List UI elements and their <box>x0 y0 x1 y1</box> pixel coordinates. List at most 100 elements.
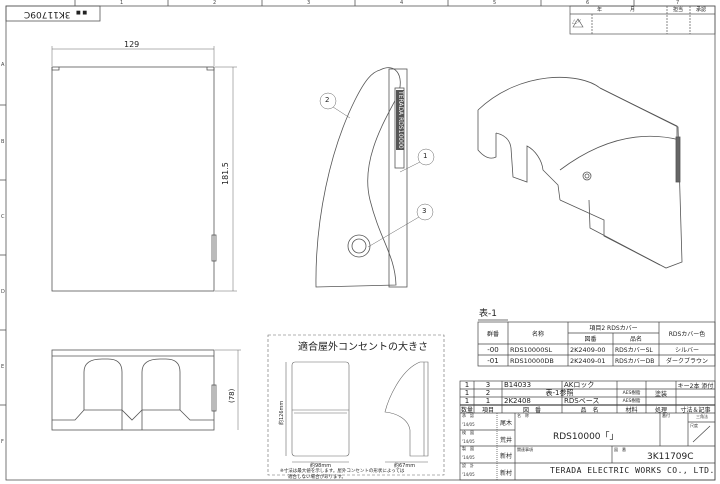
parts-header-qty: 数量 <box>460 406 473 414</box>
drawing-frame <box>5 5 716 481</box>
outlet-note-line2: 適合しない場合があります。 <box>288 475 347 480</box>
frame-row-d: D <box>1 289 5 295</box>
tb-product-name: RDS10000「」 <box>553 432 619 442</box>
parts-row-2-material: AES樹脂 <box>622 391 641 396</box>
revision-triangle-icon <box>572 18 584 28</box>
outlet-note-line1: ※寸法は最大値を示します。屋外コンセントの形状によっては <box>280 469 405 474</box>
tb-design-date: '14/05 <box>462 472 475 477</box>
tb-drawing-no: 3K11709C <box>647 452 694 462</box>
tb-check-name: 荒井 <box>500 437 513 444</box>
tb-check-label: 検 図 <box>462 430 474 435</box>
parts-row-1-item: 1 <box>485 397 491 405</box>
balloon-2: 2 <box>325 96 330 104</box>
revision-header-month: 月 <box>630 7 636 13</box>
table1-header-color: RDSカバー色 <box>668 330 706 338</box>
frame-col-7: 7 <box>676 0 680 6</box>
parts-row-3-qty: 1 <box>464 381 470 389</box>
tb-name-label: 名 称 <box>517 413 529 418</box>
table1-row-00-part-name: RDSカバーSL <box>615 347 653 354</box>
revision-header-approve: 承認 <box>696 7 707 13</box>
table1-row-01-group: -01 <box>487 356 499 365</box>
frame-col-6: 6 <box>586 0 590 6</box>
balloon-1: 1 <box>423 152 428 160</box>
parts-row-2-process: 塗装 <box>654 390 667 398</box>
parts-row-3-drawing-no: B14033 <box>504 381 532 389</box>
tb-approve-name: 尾木 <box>500 420 513 427</box>
outlet-width-dimension: 約98mm <box>310 463 332 469</box>
table1-header-item2: 項目2 RDSカバー <box>589 325 638 332</box>
table1-row-01-drawing-no: 2K2409-01 <box>570 356 606 365</box>
frame-row-c: C <box>1 214 5 220</box>
frame-col-1: 1 <box>120 0 124 6</box>
table1-row-00-group: -00 <box>487 345 499 354</box>
outlet-height-dimension: 約126mm <box>279 400 285 425</box>
tb-design-name: 新村 <box>500 470 513 477</box>
table1-row-01-color: ダークブラウン <box>665 358 708 365</box>
outlet-depth-dimension: 約67mm <box>394 463 416 469</box>
table1-row-01-part-name: RDSカバーDB <box>615 358 655 365</box>
parts-row-2-drawing-no: 表-1参照 <box>545 389 574 397</box>
frame-row-b: B <box>1 139 5 145</box>
frame-col-5: 5 <box>493 0 497 6</box>
front-width-dimension: 129 <box>124 40 140 49</box>
side-view-label-plate: TERADA RDS10000 <box>396 90 404 150</box>
parts-row-1-material: AES樹脂 <box>622 399 641 404</box>
tb-check-date: '14/05 <box>462 439 475 444</box>
parts-row-3-part-name: AKロック <box>564 381 595 389</box>
table1-title: 表-1 <box>479 309 497 319</box>
outlet-box-title: 適合屋外コンセントの大きさ <box>298 342 428 353</box>
parts-header-process: 処理 <box>654 406 667 414</box>
tb-scale-label: 尺度 <box>690 423 698 428</box>
parts-row-1-drawing-no: 2K2408 <box>504 397 531 405</box>
tb-draft-date: '14/05 <box>462 455 475 460</box>
parts-row-1-qty: 1 <box>464 397 470 405</box>
frame-row-e: E <box>1 364 5 370</box>
parts-row-1-part-name: RDSベース <box>564 397 600 405</box>
parts-header-item: 項目 <box>481 406 494 414</box>
tb-drawing-no-label: 図 番 <box>614 447 626 452</box>
table1-header-name: 名称 <box>531 330 544 338</box>
front-height-dimension: 181.5 <box>221 162 230 185</box>
revision-symbol: △× <box>572 18 582 25</box>
stamp-drawing-number: 3K11709C <box>24 9 71 19</box>
revision-header-staff: 担当 <box>673 7 684 13</box>
side-view <box>315 67 408 288</box>
frame-col-4: 4 <box>400 0 404 6</box>
table1-header-drawing-no: 図番 <box>584 336 597 343</box>
bottom-depth-dimension: (78) <box>228 388 236 403</box>
front-view <box>51 66 217 292</box>
parts-row-3-item: 3 <box>485 381 491 389</box>
stamp-mark: ■ ■ <box>76 10 88 16</box>
tb-sheet-label: 番付 <box>662 413 670 418</box>
frame-col-2: 2 <box>213 0 217 6</box>
tb-draft-name: 新村 <box>500 453 513 460</box>
tb-related-label: 関連事項 <box>517 447 533 452</box>
revision-header-year: 年 <box>597 7 603 13</box>
table1-row-00-color: シルバー <box>674 347 699 354</box>
balloon-3: 3 <box>422 207 427 215</box>
parts-header-material: 材料 <box>625 406 638 414</box>
parts-header-note: 寸法＆記事 <box>680 406 711 414</box>
tb-projection-label: 三角法 <box>696 414 708 419</box>
parts-row-2-item: 2 <box>485 389 491 397</box>
table1-header-part-name: 品名 <box>629 336 642 343</box>
frame-col-3: 3 <box>307 0 311 6</box>
table1-header-group: 群番 <box>486 330 499 338</box>
parts-header-drawing-no: 図 番 <box>522 406 541 414</box>
isometric-view <box>477 76 683 269</box>
bottom-view <box>51 349 217 431</box>
frame-row-a: A <box>1 62 5 68</box>
table1-row-01-name: RDS10000DB <box>510 356 554 365</box>
table1-row-00-name: RDS10000SL <box>510 345 553 354</box>
tb-company: TERADA ELECTRIC WORKS CO., LTD. <box>550 466 715 475</box>
table1-row-00-drawing-no: 2K2409-00 <box>570 345 606 354</box>
tb-approve-label: 承 認 <box>462 413 474 418</box>
parts-row-3-note: キー2本 添付 <box>677 382 714 390</box>
tb-draft-label: 製 図 <box>462 446 474 451</box>
stamp-box: ■ ■ 3K11709C <box>6 6 100 21</box>
parts-row-2-qty: 1 <box>464 389 470 397</box>
parts-header-part-name: 品 名 <box>580 406 599 414</box>
tb-design-label: 設 計 <box>462 463 474 468</box>
tb-approve-date: '14/05 <box>462 422 475 427</box>
frame-row-f: F <box>1 439 4 445</box>
